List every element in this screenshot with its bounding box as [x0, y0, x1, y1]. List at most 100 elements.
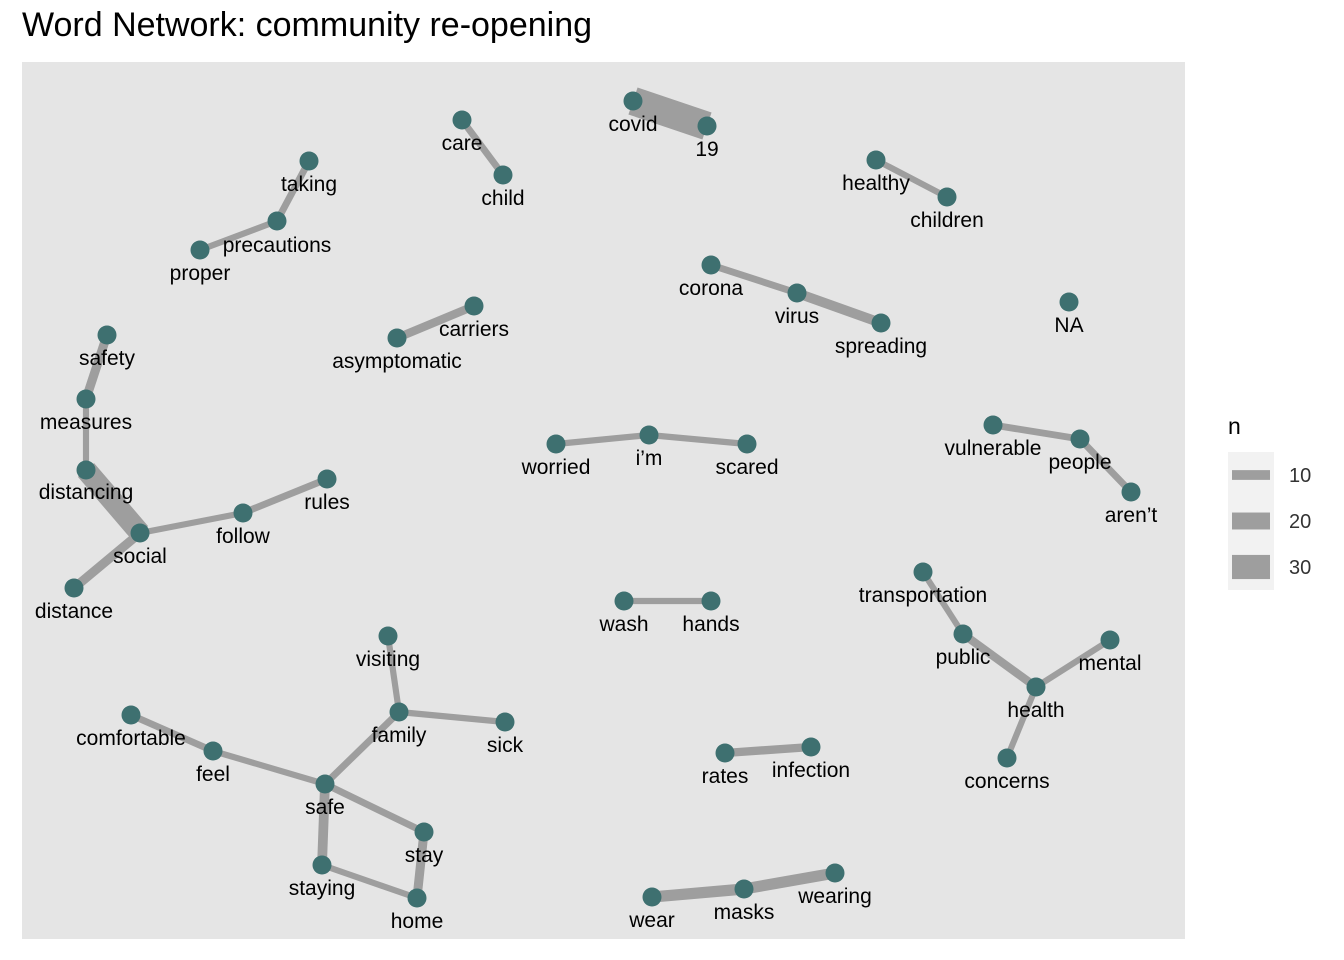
- node-label-virus: virus: [775, 305, 819, 328]
- node-label-social: social: [113, 545, 167, 568]
- node-label-carriers: carriers: [439, 318, 509, 341]
- node-feel: [203, 741, 223, 761]
- edge-care-child: [459, 117, 506, 178]
- node-vulnerable: [983, 415, 1003, 435]
- edge-wear-masks: [651, 883, 745, 903]
- edge-feel-safe: [212, 748, 326, 787]
- node-masks: [734, 879, 754, 899]
- node-sick: [495, 712, 515, 732]
- node-rules: [317, 469, 337, 489]
- node-label-visiting: visiting: [356, 648, 420, 671]
- edge-rates-infection: [724, 742, 812, 758]
- node-label-safety: safety: [79, 347, 136, 370]
- node-child: [493, 165, 513, 185]
- node-carriers: [464, 296, 484, 316]
- node-wearing: [825, 863, 845, 883]
- node-healthy: [866, 150, 886, 170]
- node-spreading: [871, 313, 891, 333]
- node-label-na: NA: [1054, 314, 1083, 337]
- node-hands: [701, 591, 721, 611]
- node-label-children: children: [910, 209, 984, 232]
- edge-visiting-family: [384, 635, 403, 713]
- node-label-rates: rates: [702, 765, 749, 788]
- node-label-taking: taking: [281, 173, 337, 196]
- node-label-measures: measures: [40, 411, 132, 434]
- edge-precautions-proper: [198, 218, 279, 253]
- node-label-distancing: distancing: [39, 481, 134, 504]
- node-home: [407, 888, 427, 908]
- node-label-asymptomatic: asymptomatic: [332, 350, 462, 373]
- node-label-follow: follow: [216, 525, 271, 548]
- node-label-im: i’m: [636, 447, 663, 470]
- node-scared: [737, 434, 757, 454]
- edge-vulnerable-people: [992, 421, 1081, 443]
- node-distance: [64, 578, 84, 598]
- node-public: [953, 624, 973, 644]
- legend-key-10: [1232, 470, 1270, 480]
- plot-panel: [22, 62, 1185, 939]
- legend-label-10: 10: [1289, 465, 1311, 487]
- node-label-wash: wash: [598, 613, 648, 636]
- node-label-health: health: [1007, 699, 1064, 722]
- legend-label-30: 30: [1289, 557, 1311, 579]
- node-label-public: public: [936, 646, 991, 669]
- node-visiting: [378, 626, 398, 646]
- edge-safety-measures: [81, 333, 112, 401]
- node-proper: [190, 240, 210, 260]
- edge-stay-home: [412, 831, 429, 899]
- node-label-masks: masks: [714, 901, 775, 924]
- node-label-infection: infection: [772, 759, 850, 782]
- node-stay: [414, 822, 434, 842]
- edge-safe-stay: [323, 780, 426, 836]
- node-label-distance: distance: [35, 600, 113, 623]
- edge-layer: [71, 87, 1134, 903]
- edge-safe-staying: [317, 783, 330, 866]
- node-virus: [787, 283, 807, 303]
- edge-worried-im: [555, 431, 650, 448]
- node-label-stay: stay: [405, 844, 444, 867]
- node-comfortable: [121, 705, 141, 725]
- node-label-staying: staying: [289, 877, 356, 900]
- node-label-transportation: transportation: [859, 584, 987, 607]
- node-safety: [97, 325, 117, 345]
- node-transportation: [913, 562, 933, 582]
- node-label-family: family: [372, 724, 427, 747]
- node-health: [1026, 677, 1046, 697]
- edge-health-concerns: [1004, 685, 1039, 760]
- node-label-rules: rules: [304, 491, 350, 514]
- node-staying: [312, 855, 332, 875]
- node-label-mental: mental: [1078, 652, 1141, 675]
- node-label-comfortable: comfortable: [76, 727, 186, 750]
- node-infection: [801, 737, 821, 757]
- node-people: [1070, 429, 1090, 449]
- node-label-worried: worried: [521, 456, 591, 479]
- node-taking: [299, 151, 319, 171]
- node-safe: [315, 774, 335, 794]
- edge-social-distance: [71, 529, 143, 592]
- node-measures: [76, 389, 96, 409]
- node-label-sick: sick: [487, 734, 524, 757]
- node-label-arent: aren’t: [1105, 504, 1158, 527]
- node-19: [697, 116, 717, 136]
- node-mental: [1100, 630, 1120, 650]
- edge-taking-precautions: [273, 159, 313, 223]
- chart-title: Word Network: community re-opening: [22, 6, 593, 44]
- node-label-vulnerable: vulnerable: [945, 437, 1042, 460]
- edge-people-arent: [1077, 436, 1134, 495]
- legend-title: n: [1228, 413, 1241, 439]
- node-label-feel: feel: [196, 763, 230, 786]
- edge-virus-spreading: [795, 288, 883, 328]
- node-label-safe: safe: [305, 796, 345, 819]
- edge-transportation-public: [920, 570, 966, 636]
- node-children: [937, 187, 957, 207]
- node-wear: [642, 887, 662, 907]
- edge-covid-19: [628, 87, 712, 140]
- node-label-concerns: concerns: [964, 770, 1049, 793]
- node-asymptomatic: [387, 328, 407, 348]
- node-distancing: [76, 460, 96, 480]
- node-label-scared: scared: [715, 456, 778, 479]
- node-label-corona: corona: [679, 277, 744, 300]
- edge-comfortable-feel: [129, 711, 215, 755]
